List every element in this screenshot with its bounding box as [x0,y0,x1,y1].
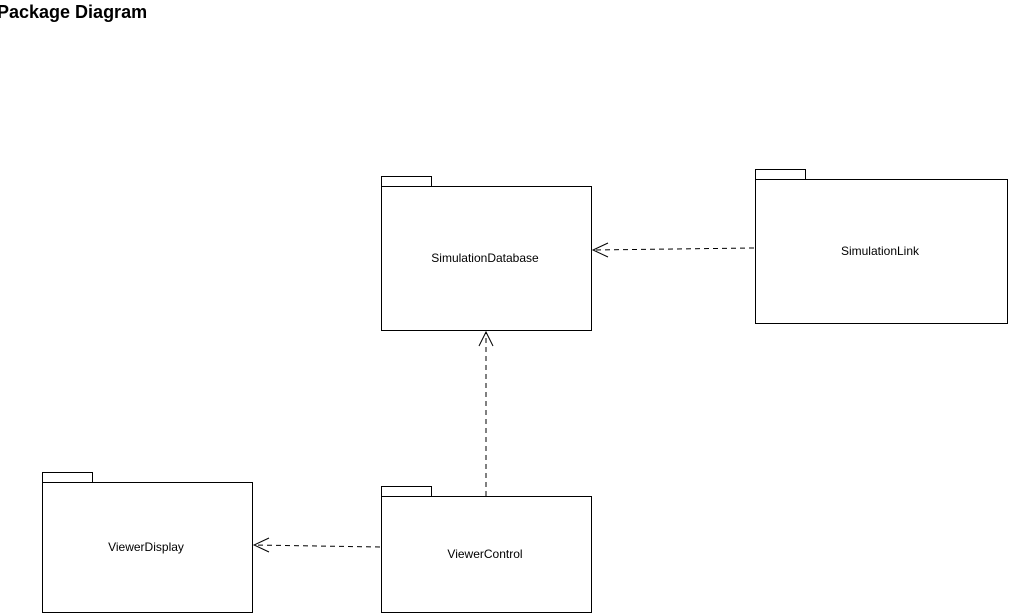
package-body [381,496,592,613]
open-arrowhead [478,330,494,347]
package-simulation-database[interactable]: SimulationDatabase [381,176,592,331]
package-tab [42,472,93,483]
package-body [381,186,592,331]
package-body [42,482,253,613]
dependency-line [253,544,381,548]
dependency-line [592,247,755,251]
dependency-viewercontrol-to-viewerdisplay[interactable] [252,537,381,553]
dependency-simulationlink-to-simulationdatabase[interactable] [591,242,755,258]
package-tab [755,169,806,180]
package-tab [381,176,432,187]
dependency-viewercontrol-to-simulationdatabase[interactable] [478,330,494,496]
package-tab [381,486,432,497]
package-label: ViewerDisplay [108,540,184,554]
package-viewer-control[interactable]: ViewerControl [381,486,592,613]
package-viewer-display[interactable]: ViewerDisplay [42,472,253,613]
package-label: SimulationDatabase [431,251,539,265]
package-label: SimulationLink [841,244,920,258]
diagram-title: Package Diagram [0,2,148,22]
package-simulation-link[interactable]: SimulationLink [755,169,1008,324]
package-body [755,179,1008,324]
package-label: ViewerControl [447,547,522,561]
open-arrowhead [591,242,609,258]
open-arrowhead [252,537,270,553]
